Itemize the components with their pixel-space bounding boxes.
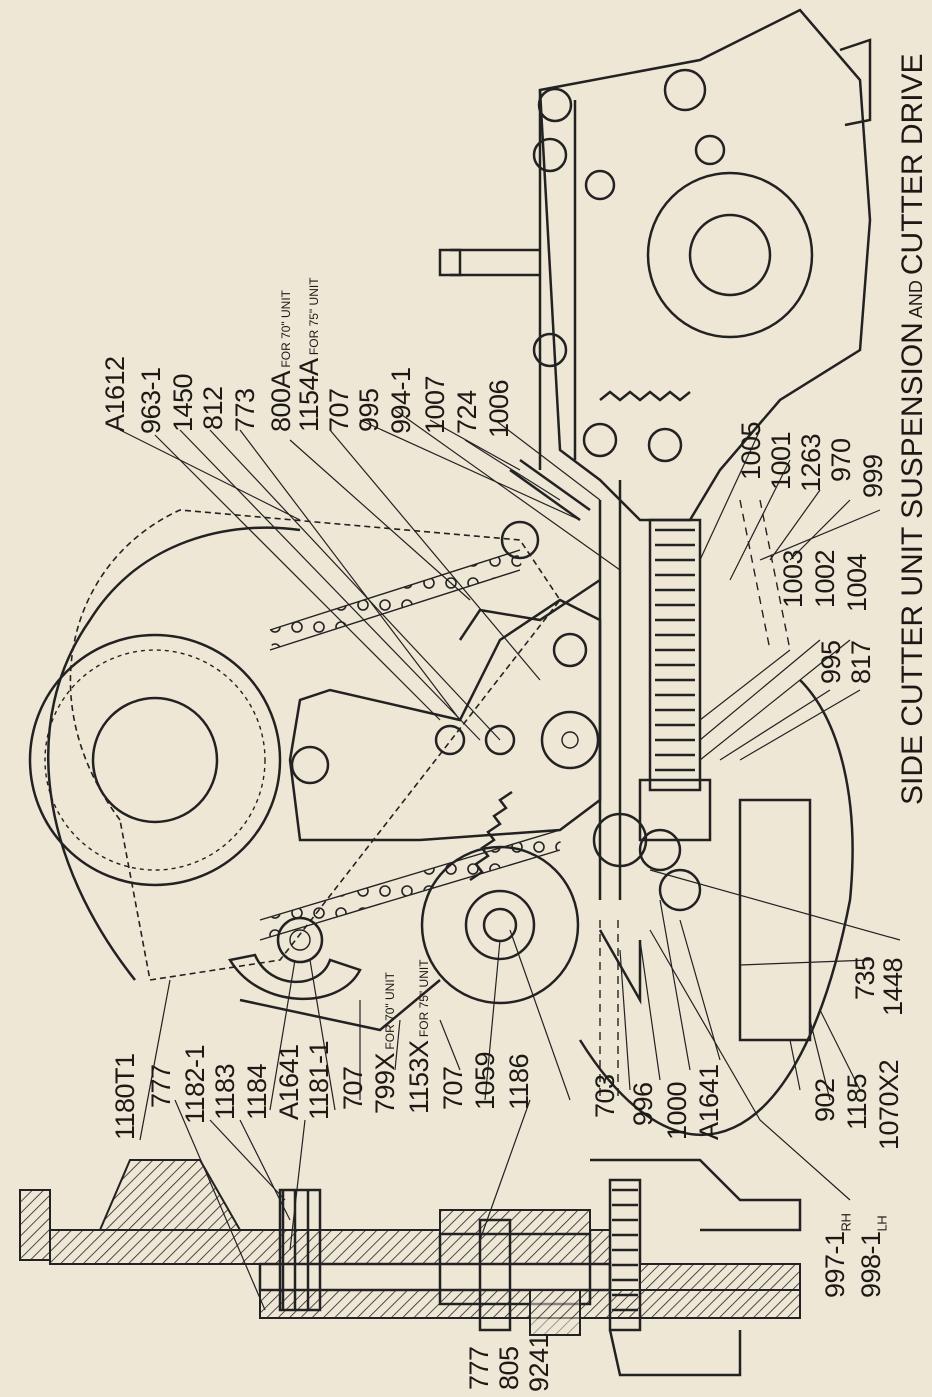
label-1000: 1000: [662, 1081, 692, 1140]
label-777-top: 777: [146, 1064, 176, 1108]
upper-bracket: [438, 8, 872, 522]
label-998-1: 998-1LH: [856, 1215, 890, 1298]
spring-rod: [598, 480, 712, 900]
cross-section: [19, 1158, 802, 1377]
label-1450: 1450: [168, 373, 198, 432]
label-1070x2: 1070X2: [874, 1059, 904, 1150]
label-996: 996: [628, 1082, 658, 1126]
title-part-1: SIDE CUTTER UNIT SUSPENSION: [896, 322, 929, 805]
label-799x: 799X FOR 70" UNIT: [370, 971, 400, 1114]
label-1263: 1263: [796, 433, 826, 492]
label-1448: 1448: [878, 957, 908, 1016]
label-1181-1: 1181-1: [304, 1040, 334, 1120]
chain-case: [47, 509, 561, 981]
label-777-bottom: 777: [464, 1346, 494, 1390]
label-817: 817: [846, 640, 876, 684]
label-1153x: 1153X FOR 75" UNIT: [404, 959, 434, 1114]
label-812: 812: [198, 386, 228, 430]
label-1186: 1186: [504, 1053, 534, 1110]
label-1002: 1002: [810, 549, 840, 608]
label-995-mid: 995: [816, 640, 846, 684]
tension-spring: [469, 790, 513, 882]
label-1001: 1001: [766, 431, 796, 490]
label-1004: 1004: [842, 553, 872, 612]
label-9241: 9241: [524, 1333, 554, 1392]
idler-sprocket: [228, 845, 580, 1032]
label-1184: 1184: [242, 1063, 272, 1120]
label-703: 703: [590, 1074, 620, 1118]
label-1007: 1007: [420, 375, 450, 434]
label-1059: 1059: [470, 1051, 500, 1110]
drive-chain: [257, 499, 791, 1100]
label-735: 735: [850, 956, 880, 1000]
label-724: 724: [452, 390, 482, 434]
label-995-top: 995: [354, 388, 384, 432]
label-805: 805: [494, 1346, 524, 1390]
label-963-1: 963-1: [136, 367, 166, 434]
title-and: AND: [906, 280, 926, 319]
label-707-top: 707: [324, 388, 354, 432]
leader-lines: [119, 409, 901, 1311]
label-773: 773: [230, 388, 260, 432]
diagram-title: SIDE CUTTER UNIT SUSPENSION AND CUTTER D…: [896, 53, 931, 805]
label-999: 999: [858, 454, 888, 498]
label-1005: 1005: [736, 421, 766, 480]
label-1003: 1003: [778, 549, 808, 608]
label-902: 902: [810, 1078, 840, 1122]
label-970: 970: [826, 438, 856, 482]
large-sprocket: [28, 633, 282, 887]
label-1006: 1006: [484, 379, 514, 438]
label-707-a: 707: [338, 1066, 368, 1110]
label-1183: 1183: [210, 1063, 240, 1120]
suspension-frame: [288, 520, 602, 842]
label-707-b: 707: [438, 1066, 468, 1110]
label-994-1: 994-1: [386, 367, 416, 434]
title-part-2: CUTTER DRIVE: [896, 53, 929, 276]
label-1185: 1185: [842, 1073, 872, 1130]
label-1180t1: 1180T1: [110, 1053, 140, 1140]
label-a1641-right: A1641: [694, 1064, 724, 1140]
label-a1641-left: A1641: [274, 1044, 304, 1120]
label-1182-1: 1182-1: [180, 1044, 210, 1124]
label-997-1: 997-1RH: [820, 1213, 854, 1298]
cutter-bar: [578, 679, 854, 1136]
label-a1612: A1612: [100, 356, 130, 432]
